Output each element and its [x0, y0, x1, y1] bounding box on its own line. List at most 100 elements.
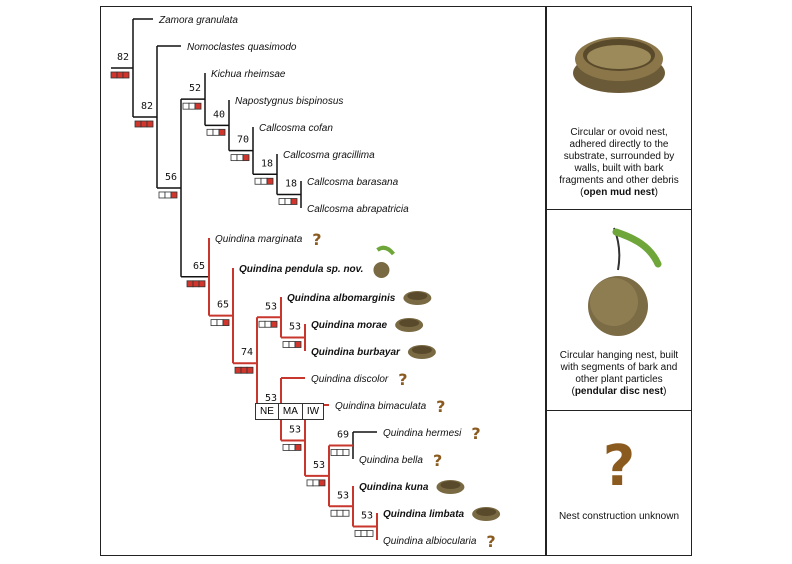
support-box-14-1: [288, 444, 296, 451]
support-box-9-1: [216, 319, 224, 327]
support-label-5: 18: [261, 158, 273, 169]
support-label-6: 18: [285, 179, 297, 190]
support-box-1-2: [146, 120, 154, 128]
mud-nest-inner: [440, 481, 461, 489]
question-mark-icon: ?: [398, 370, 407, 389]
taxon-burbayar: Quindina burbayar: [311, 347, 401, 358]
support-label-18: 53: [361, 511, 373, 522]
support-box-2-2: [194, 102, 202, 110]
support-label-1: 82: [141, 101, 153, 112]
support-box-10-0: [234, 366, 242, 374]
support-box-17-2: [342, 509, 350, 517]
open-mud-nest-icon: [573, 37, 665, 93]
support-box-0-0: [110, 71, 118, 79]
legend-unknown: ? Nest construction unknown: [547, 411, 691, 557]
support-box-9-2: [222, 319, 230, 327]
support-label-7: 56: [165, 172, 177, 183]
support-box-4-2: [242, 154, 250, 162]
support-box-0-2: [122, 71, 130, 79]
question-mark-icon: ?: [436, 397, 445, 416]
taxon-cofan: Callcosma cofan: [259, 123, 333, 134]
mud-nest-inner: [407, 292, 428, 300]
taxon-bella: Quindina bella: [359, 455, 423, 466]
question-mark-icon: ?: [486, 532, 495, 551]
support-box-4-0: [230, 154, 238, 162]
support-label-2: 52: [189, 83, 201, 94]
support-box-6-0: [278, 198, 286, 205]
key-ma: MA: [277, 403, 303, 420]
support-label-0: 82: [117, 52, 129, 63]
taxon-gracillima: Callcosma gracillima: [283, 150, 375, 161]
support-box-15-1: [336, 449, 344, 456]
support-box-8-2: [198, 280, 206, 288]
support-box-17-0: [330, 509, 338, 517]
taxon-napostygnus: Napostygnus bispinosus: [235, 96, 343, 107]
support-label-17: 53: [337, 490, 349, 501]
taxon-zamora: Zamora granulata: [158, 15, 238, 26]
support-box-11-2: [270, 320, 278, 328]
support-key: NE MA IW: [255, 403, 325, 420]
support-box-10-1: [240, 366, 248, 374]
support-box-12-1: [288, 341, 296, 348]
taxon-bimaculata: Quindina bimaculata: [335, 401, 427, 412]
svg-text:?: ?: [603, 435, 635, 495]
support-box-5-1: [260, 177, 268, 185]
taxon-kichua: Kichua rheimsae: [211, 69, 286, 80]
taxon-morae: Quindina morae: [311, 320, 388, 331]
support-box-3-2: [218, 128, 226, 136]
support-box-18-1: [360, 530, 368, 537]
legend-pendular-text: Circular hanging nest, built with segmen…: [559, 350, 679, 397]
question-mark-icon: ?: [603, 435, 635, 495]
legend-unknown-text: Nest construction unknown: [558, 511, 680, 522]
legend-open-mud-text: Circular or ovoid nest, adhered directly…: [559, 127, 679, 198]
question-mark-icon: ?: [433, 451, 442, 470]
support-box-18-0: [354, 530, 362, 537]
support-box-16-0: [306, 479, 314, 487]
support-box-9-0: [210, 319, 218, 327]
support-box-15-0: [330, 449, 338, 456]
taxon-kuna: Quindina kuna: [359, 482, 429, 493]
support-label-4: 70: [237, 135, 249, 146]
support-label-13: 53: [265, 393, 277, 404]
support-label-15: 69: [337, 430, 349, 441]
support-box-5-0: [254, 177, 262, 185]
support-box-14-0: [282, 444, 290, 451]
mud-nest-inner: [476, 508, 497, 516]
nest-legend-panel: Circular or ovoid nest, adhered directly…: [546, 6, 692, 556]
support-box-12-0: [282, 341, 290, 348]
taxon-abrapatricia: Callcosma abrapatricia: [307, 204, 409, 215]
support-label-9: 65: [217, 300, 229, 311]
support-box-2-0: [182, 102, 190, 110]
support-box-4-1: [236, 154, 244, 162]
support-label-3: 40: [213, 109, 225, 120]
mud-nest-inner: [411, 346, 432, 354]
legend-open-mud: Circular or ovoid nest, adhered directly…: [547, 7, 691, 210]
taxon-discolor: Quindina discolor: [311, 374, 389, 385]
support-box-17-1: [336, 509, 344, 517]
leaf-icon: [376, 245, 396, 256]
support-box-8-0: [186, 280, 194, 288]
support-box-3-0: [206, 128, 214, 136]
support-box-15-2: [342, 449, 350, 456]
support-box-2-1: [188, 102, 196, 110]
taxon-pendula: Quindina pendula sp. nov.: [239, 264, 363, 275]
support-box-7-2: [170, 191, 178, 199]
support-label-16: 53: [313, 460, 325, 471]
taxon-nomoclastes: Nomoclastes quasimodo: [187, 42, 297, 53]
support-box-1-1: [140, 120, 148, 128]
taxon-barasana: Callcosma barasana: [307, 177, 399, 188]
support-box-0-1: [116, 71, 124, 79]
support-box-5-2: [266, 177, 274, 185]
taxon-hermesi: Quindina hermesi: [383, 428, 462, 439]
support-box-11-0: [258, 320, 266, 328]
pendular-disc-nest-icon: [588, 227, 662, 336]
support-box-16-1: [312, 479, 320, 487]
support-label-14: 53: [289, 424, 301, 435]
pendular-nest-icon: [373, 262, 390, 278]
support-box-7-0: [158, 191, 166, 199]
support-box-8-1: [192, 280, 200, 288]
question-mark-icon: ?: [312, 230, 321, 249]
taxon-limbata: Quindina limbata: [383, 509, 465, 520]
support-label-11: 53: [265, 301, 277, 312]
